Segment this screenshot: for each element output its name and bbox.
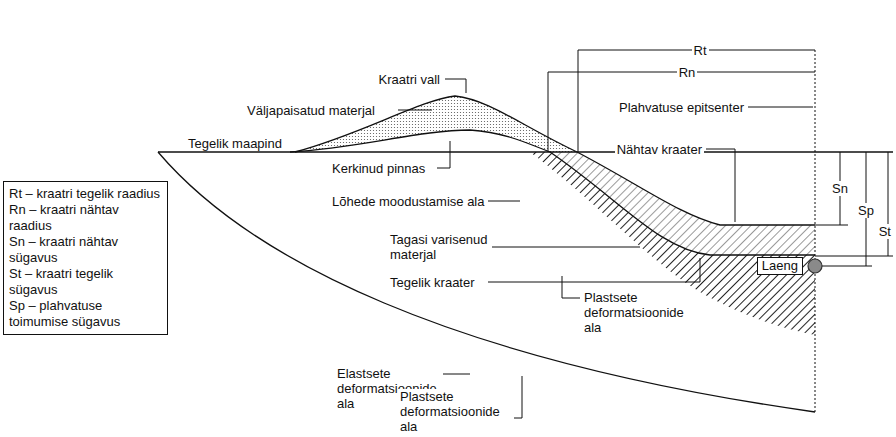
leader-line	[437, 141, 450, 168]
true-crater	[290, 130, 815, 255]
leader-line	[562, 276, 580, 298]
part-label: Tegelik maapind	[186, 136, 284, 151]
part-label: Väljapaisatud materjal	[245, 103, 377, 118]
legend-entry: Rt – kraatri tegelik raadius	[9, 186, 162, 202]
part-label: Nähtav kraater	[615, 142, 704, 157]
dimension-label: Rn	[677, 65, 698, 80]
zone-label: Tagasi varisenud materjal	[388, 232, 492, 262]
elastic-boundary	[158, 152, 815, 412]
dimension-label: Rt	[692, 43, 709, 58]
part-label: Plahvatuse epitsenter	[617, 100, 746, 115]
leader-line	[706, 149, 735, 222]
part-label: Kerkinud pinnas	[330, 161, 427, 176]
dimension-label: Sn	[830, 181, 850, 196]
leader-line	[398, 110, 432, 111]
charge-symbol	[808, 259, 822, 273]
dimension-rt	[578, 50, 815, 152]
part-label: Kraatri vall	[377, 72, 442, 87]
dimension-label: St	[877, 224, 893, 239]
leader-line	[488, 258, 700, 282]
ground-line	[158, 151, 893, 152]
dimension-rn	[548, 72, 815, 152]
charge-box: Laeng	[757, 257, 803, 275]
legend-box: Rt – kraatri tegelik raadiusRn – kraatri…	[3, 181, 168, 335]
fallback-material	[550, 152, 815, 255]
leader-line	[488, 201, 520, 202]
leader-line	[488, 247, 640, 248]
leader-line	[440, 374, 470, 375]
leader-line	[445, 79, 466, 93]
zone-label: Lõhede moodustamise ala	[330, 194, 487, 209]
epicenter-line	[815, 50, 816, 412]
legend-entry: Sn – kraatri nähtav sügavus	[9, 234, 162, 266]
leader-line	[748, 107, 813, 108]
dimension-label: Sp	[856, 203, 876, 218]
charge-label: Laeng	[762, 258, 798, 274]
zone-label: Plastsete deformatsioonide ala	[398, 389, 514, 434]
zone-label: Plastsete deformatsioonide ala	[582, 290, 698, 335]
legend-entry: St – kraatri tegelik sügavus	[9, 266, 162, 298]
legend-entry: Rn – kraatri nähtav raadius	[9, 202, 162, 234]
legend-entry: Sp – plahvatuse toimumise sügavus	[9, 298, 162, 330]
part-label: Tegelik kraater	[388, 275, 477, 290]
dimension-st	[815, 152, 893, 256]
